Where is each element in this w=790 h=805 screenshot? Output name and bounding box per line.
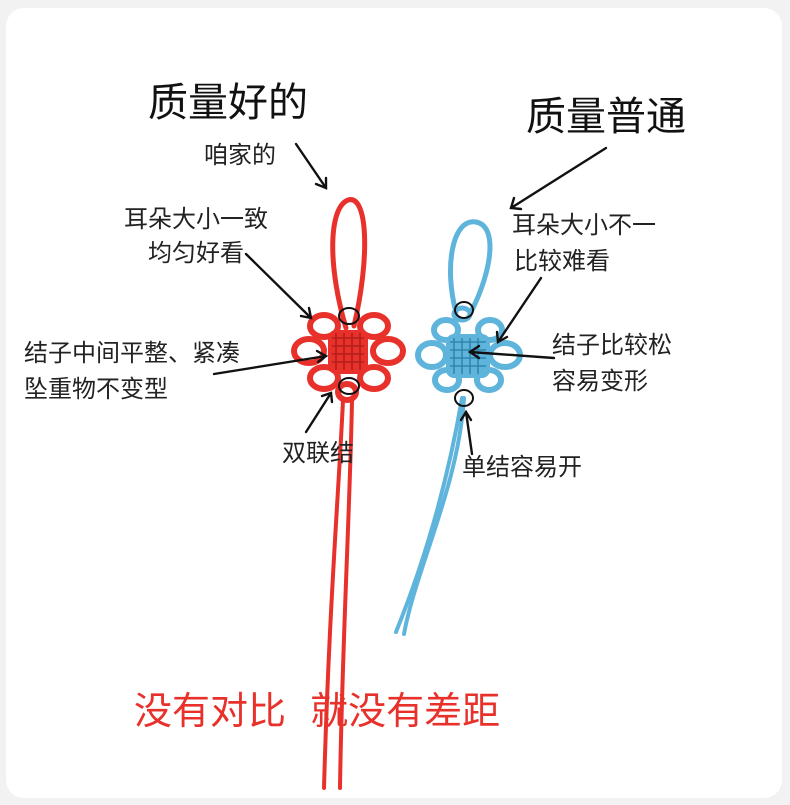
title-good-quality: 质量好的: [148, 80, 308, 126]
knot-illustration: [212, 142, 608, 790]
label-single-knot: 单结容易开: [462, 453, 582, 481]
blue-chinese-knot: [394, 219, 523, 636]
red-knot-center: [328, 330, 368, 374]
red-chinese-knot: [291, 197, 406, 790]
label-knot-tight-line1: 结子中间平整、紧凑: [24, 339, 240, 367]
title-normal-quality: 质量普通: [526, 94, 686, 140]
label-double-knot: 双联结: [282, 439, 354, 467]
label-ears-uneven-line2: 比较难看: [514, 247, 610, 275]
product-comparison-card: 质量好的 质量普通 咱家的 耳朵大小一致 均匀好看 结子中间平整、紧凑 坠重物不…: [6, 8, 782, 798]
label-ears-even-line1: 耳朵大小一致: [124, 205, 268, 233]
label-ears-uneven-line1: 耳朵大小不一: [512, 211, 656, 239]
label-knot-tight-line2: 坠重物不变型: [24, 375, 168, 403]
slogan-text: 没有对比 就没有差距: [134, 689, 501, 733]
blue-knot-center: [446, 334, 490, 378]
label-ears-even-line2: 均匀好看: [148, 239, 244, 267]
annotation-circles: [338, 301, 474, 407]
red-knot-weave: [332, 333, 364, 370]
annotation-arrows: [212, 142, 608, 456]
label-ours: 咱家的: [204, 141, 276, 169]
label-knot-loose-line2: 容易变形: [552, 367, 648, 395]
label-knot-loose-line1: 结子比较松: [552, 331, 672, 359]
